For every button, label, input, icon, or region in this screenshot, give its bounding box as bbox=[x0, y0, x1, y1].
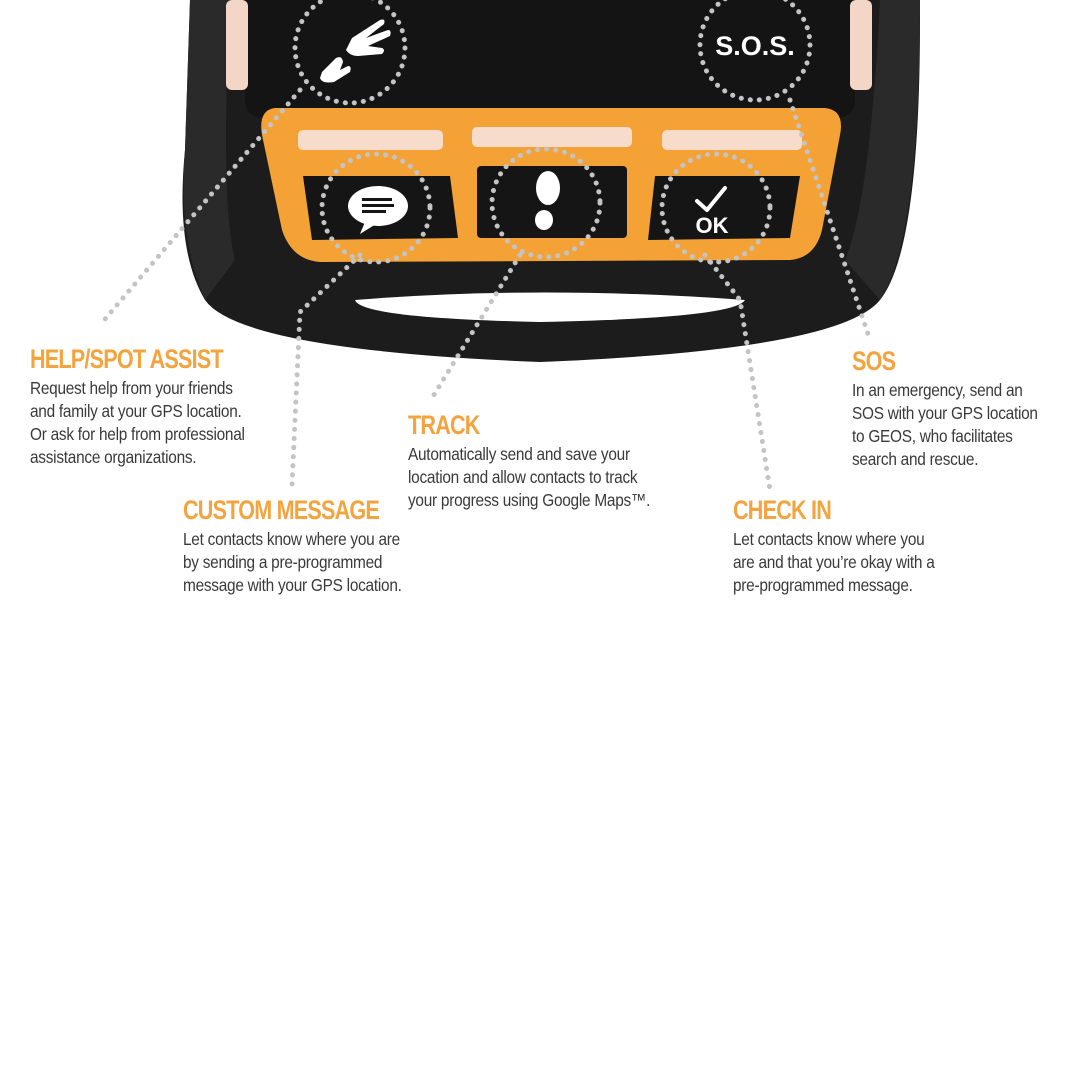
hands-icon bbox=[320, 19, 391, 83]
light-bar-left bbox=[298, 130, 443, 150]
message-bubble-icon bbox=[348, 186, 408, 234]
callout-title: TRACK bbox=[408, 410, 480, 440]
side-light-left bbox=[226, 0, 248, 90]
callout-title: HELP/SPOT ASSIST bbox=[30, 344, 224, 374]
callout-text: Request help from your friends and famil… bbox=[30, 378, 245, 467]
callout-text: Let contacts know where you are by sendi… bbox=[183, 529, 402, 595]
callout-text: Automatically send and save your locatio… bbox=[408, 444, 651, 510]
ok-label: OK bbox=[696, 213, 729, 238]
light-bar-right bbox=[662, 130, 802, 150]
checkmark-icon bbox=[695, 186, 727, 212]
callout-title: SOS bbox=[852, 346, 896, 376]
callout-text: In an emergency, send an SOS with your G… bbox=[852, 380, 1038, 469]
device-upper-panel bbox=[245, 0, 855, 118]
light-bar-center bbox=[472, 127, 632, 147]
callout-track: TRACK Automatically send and save your l… bbox=[408, 411, 728, 512]
check-in-button bbox=[648, 176, 800, 240]
sos-icon: S.O.S. bbox=[715, 31, 795, 61]
callout-text: Let contacts know where you are and that… bbox=[733, 529, 935, 595]
callout-sos: SOS In an emergency, send an SOS with yo… bbox=[852, 347, 1080, 471]
device-slot bbox=[355, 292, 745, 322]
callout-custom-message: CUSTOM MESSAGE Let contacts know where y… bbox=[183, 496, 483, 597]
callout-title: CUSTOM MESSAGE bbox=[183, 495, 380, 525]
callout-title: CHECK IN bbox=[733, 495, 832, 525]
side-light-right bbox=[850, 0, 872, 90]
callout-check-in: CHECK IN Let contacts know where you are… bbox=[733, 496, 1023, 597]
device-grip-texture bbox=[183, 0, 235, 300]
footprint-icon bbox=[535, 171, 560, 230]
callout-help-spot-assist: HELP/SPOT ASSIST Request help from your … bbox=[30, 345, 330, 469]
